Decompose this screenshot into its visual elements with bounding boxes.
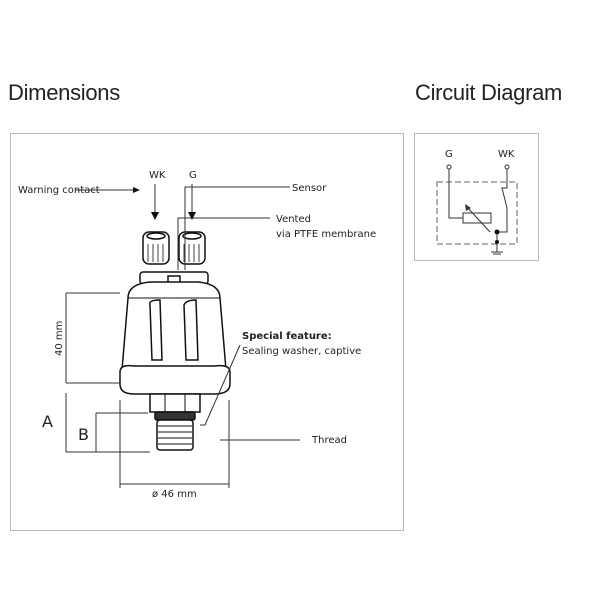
dimensions-heading: Dimensions bbox=[8, 80, 120, 105]
arrowheads bbox=[133, 187, 196, 220]
dimensions-frame bbox=[10, 133, 404, 531]
label-wk: WK bbox=[149, 170, 166, 181]
circuit-label-wk: WK bbox=[498, 149, 515, 160]
arrow-g-icon bbox=[188, 212, 196, 220]
label-a: A bbox=[42, 412, 53, 431]
circuit-label-g: G bbox=[445, 149, 453, 160]
label-b: B bbox=[78, 425, 89, 444]
junction-icon bbox=[494, 229, 500, 235]
arrowhead-icon bbox=[465, 204, 471, 211]
circuit-frame bbox=[414, 133, 539, 261]
label-ptfe: via PTFE membrane bbox=[276, 229, 376, 240]
terminal-wk bbox=[142, 231, 170, 265]
label-special-feature: Special feature: bbox=[242, 331, 332, 342]
label-sealing-washer: Sealing washer, captive bbox=[242, 346, 361, 357]
housing-outline bbox=[436, 181, 518, 245]
label-diameter: ø 46 mm bbox=[152, 489, 197, 500]
resistor-icon bbox=[462, 212, 492, 224]
label-height: 40 mm bbox=[54, 321, 65, 356]
label-warning-contact: Warning contact bbox=[18, 185, 100, 196]
leader-lines bbox=[65, 184, 300, 488]
arrow-warning-icon bbox=[133, 187, 140, 193]
circuit-diagram-heading: Circuit Diagram bbox=[415, 80, 563, 105]
circuit-schematic bbox=[436, 164, 518, 255]
label-sensor: Sensor bbox=[292, 183, 327, 194]
variable-arrow-icon bbox=[466, 206, 491, 233]
arrow-wk-icon bbox=[151, 212, 159, 220]
label-g: G bbox=[189, 170, 197, 181]
label-thread: Thread bbox=[311, 435, 347, 446]
terminal-wk-icon bbox=[504, 164, 510, 170]
terminal-g-icon bbox=[446, 164, 452, 170]
junction-icon bbox=[495, 240, 499, 244]
pressure-sensor-drawing bbox=[119, 231, 231, 451]
label-vented: Vented bbox=[276, 214, 311, 225]
